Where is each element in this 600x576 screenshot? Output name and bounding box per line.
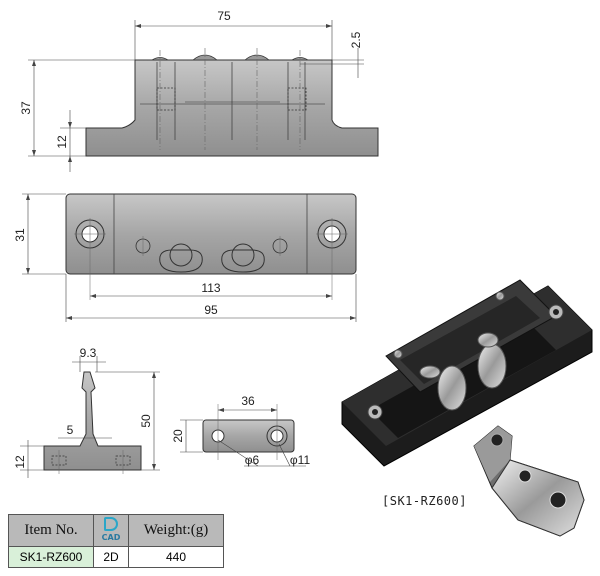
front-view: 75 2.5 37 12: [19, 9, 379, 172]
header-cad: CAD: [93, 514, 129, 547]
spec-table: Item No. CAD Weight:(g) SK1-RZ600 2D 440: [8, 514, 224, 568]
product-photo-catch: [473, 425, 585, 537]
dim-front-base: 12: [55, 135, 69, 149]
table-row: SK1-RZ600 2D 440: [8, 546, 224, 568]
top-view: 31 113 95: [13, 193, 357, 322]
dim-side-height: 50: [139, 414, 153, 428]
product-photo-latch: [341, 279, 593, 467]
dim-front-width: 75: [217, 9, 231, 23]
dim-front-step: 2.5: [349, 31, 363, 48]
header-item-no: Item No.: [8, 514, 94, 547]
dim-catch-hole-large: φ11: [290, 453, 311, 467]
dim-top-holes: 113: [201, 281, 220, 295]
dim-catch-holes: 36: [241, 394, 255, 408]
dim-top-length: 95: [204, 303, 218, 317]
cell-item-no: SK1-RZ600: [8, 546, 94, 568]
dim-side-base: 12: [13, 455, 27, 469]
side-view: 9.3 5 50 12: [13, 346, 160, 478]
dim-side-stem: 5: [67, 423, 74, 437]
dim-front-height: 37: [19, 101, 33, 115]
cad-icon: CAD: [99, 516, 123, 545]
dim-top-depth: 31: [13, 228, 27, 242]
spec-table-header: Item No. CAD Weight:(g): [8, 514, 224, 547]
dim-catch-hole-small: φ6: [245, 453, 260, 467]
header-weight: Weight:(g): [128, 514, 224, 547]
dim-side-tip: 9.3: [80, 346, 97, 360]
catch-plate-view: 36 20 φ6 φ11: [171, 394, 310, 467]
cell-cad: 2D: [93, 546, 129, 568]
dim-catch-height: 20: [171, 429, 185, 443]
model-caption: [SK1-RZ600]: [382, 494, 467, 508]
cell-weight: 440: [128, 546, 224, 568]
cad-icon-label: CAD: [101, 532, 121, 542]
